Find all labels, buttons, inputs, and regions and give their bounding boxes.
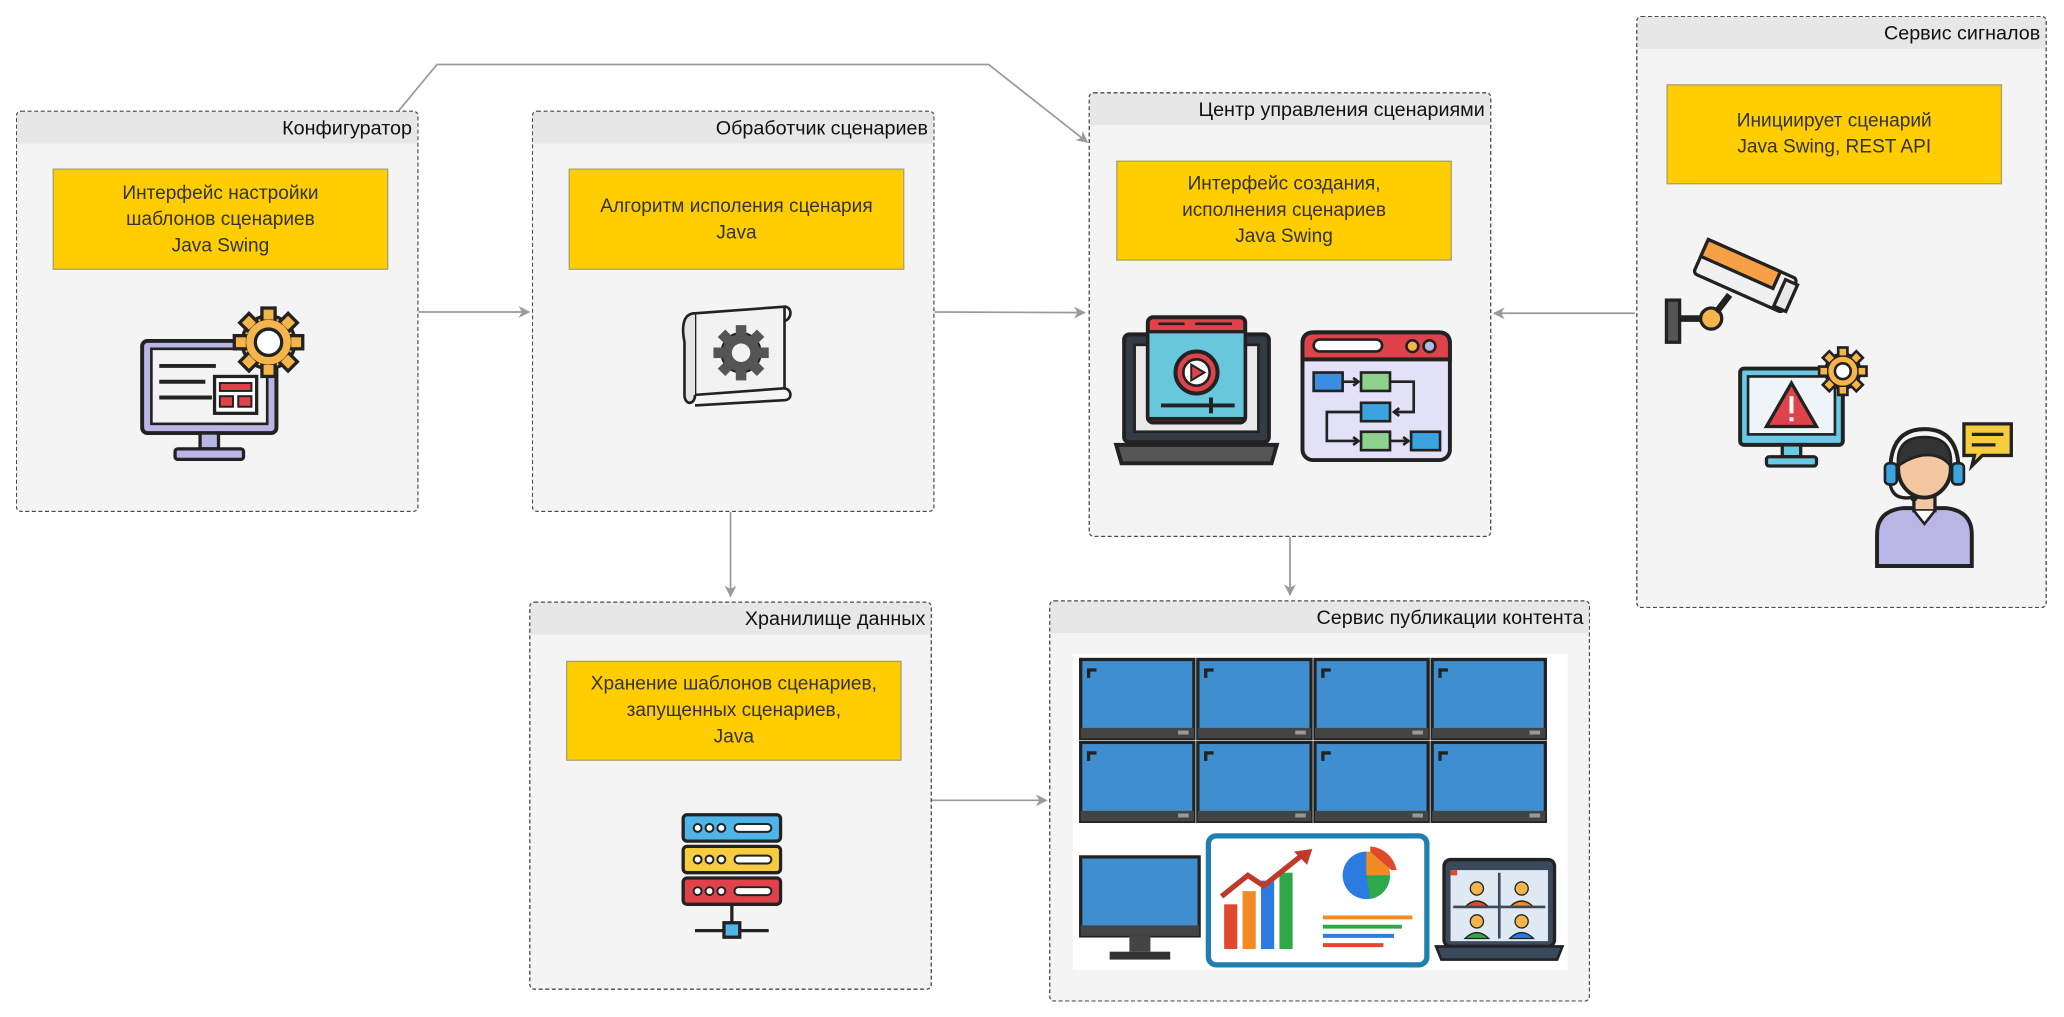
group-header [533,111,934,144]
group-header [1089,93,1491,126]
operator-headset-icon [1872,419,2017,569]
group-header [1637,17,2046,49]
group-header [1050,601,1589,634]
wall-screen [1430,740,1547,824]
control-center-group: Центр управления сценариями [1088,92,1492,538]
note-line: исполнения сценариев [1182,200,1387,222]
wall-screen [1430,657,1547,741]
wall-screen [1079,657,1196,741]
note-line: Java Swing [171,234,270,257]
server-stack-icon [679,812,784,939]
monitor-settings-icon [140,306,305,463]
video-conference-laptop-icon [1434,857,1565,961]
group-title: Конфигуратор [282,117,413,140]
laptop-video-icon [1113,315,1280,467]
note-line: запущенных сценариев, [626,700,842,722]
dashboard-chart-icon [1205,833,1430,968]
arrow-handler-to-control-center [934,306,1086,319]
group-header [530,602,931,635]
wall-screen [1313,657,1430,741]
group-title: Хранилище данных [744,608,926,631]
note-line: Java Swing, REST API [1737,136,1932,158]
group-title: Сервис сигналов [1883,22,2041,45]
note-line: Инициирует сценарий [1736,110,1932,132]
wall-screen [1079,740,1196,824]
note-line: Алгоритм исполения сценария [600,195,873,217]
wall-screen [1313,740,1430,824]
blueprint-gear-icon [679,303,792,408]
storage-note: Хранение шаблонов сценариев, запущенных с… [566,660,902,761]
monitor-icon [1079,855,1201,960]
security-camera-icon [1661,237,1800,348]
group-header [17,111,418,144]
note-line: Интерфейс создания, [1187,173,1381,195]
note-line: Java [716,221,757,243]
note-line: Интерфейс настройки [122,182,319,204]
note-line: Java Swing [1235,226,1333,248]
wall-screen [1196,657,1313,741]
wall-screen [1196,740,1313,824]
group-title: Обработчик сценариев [715,117,928,140]
group-title: Сервис публикации контента [1316,606,1584,630]
note-line: шаблонов сценариев [126,208,315,230]
note-line: Хранение шаблонов сценариев, [590,673,877,696]
flowchart-window-icon [1300,330,1452,463]
note-line: Java [713,726,754,748]
video-wall-icon [1072,654,1568,971]
monitor-alert-icon [1735,345,1869,469]
group-title: Центр управления сценариями [1198,98,1485,122]
